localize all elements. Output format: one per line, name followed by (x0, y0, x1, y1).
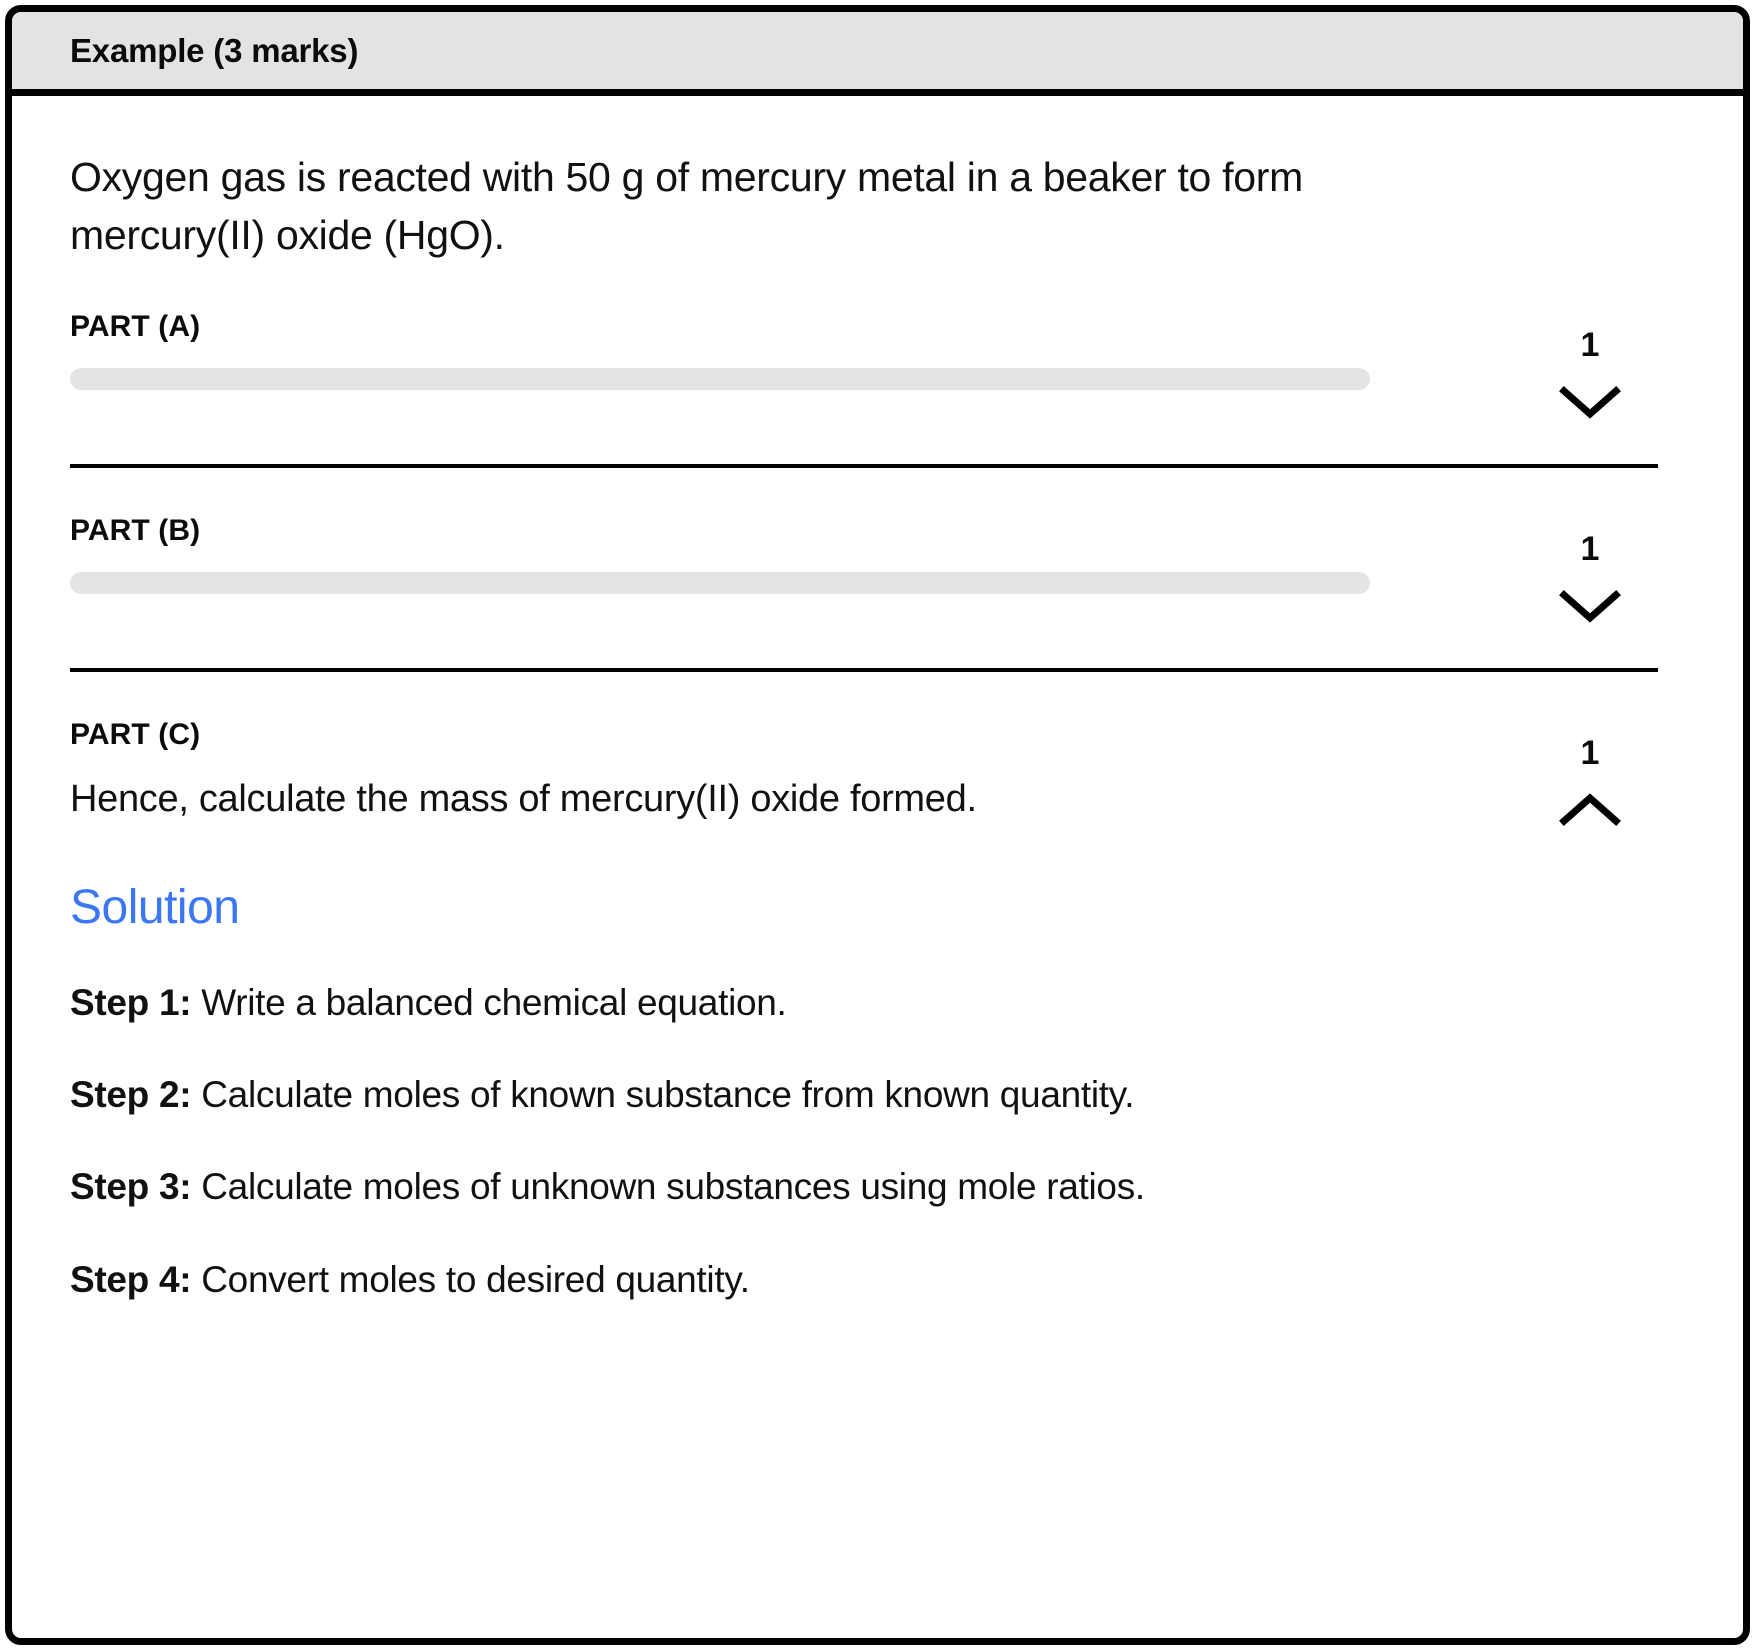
part-a-label: PART (A) (70, 310, 201, 344)
part-a-marks: 1 (1580, 326, 1600, 365)
part-a-header[interactable]: PART (A) 1 (70, 310, 1685, 420)
solution-step: Step 1: Write a balanced chemical equati… (70, 979, 1685, 1027)
part-b-right: 1 (1495, 514, 1685, 624)
solution-step: Step 3: Calculate moles of unknown subst… (70, 1163, 1685, 1211)
chevron-down-icon[interactable] (1559, 588, 1621, 624)
part-b-header[interactable]: PART (B) 1 (70, 514, 1685, 624)
part-c-header[interactable]: PART (C) Hence, calculate the mass of me… (70, 718, 1685, 828)
solution-step-text: Calculate moles of unknown substances us… (191, 1166, 1145, 1208)
part-c-right: 1 (1495, 718, 1685, 828)
part-c-marks: 1 (1580, 734, 1600, 773)
part-a-right: 1 (1495, 310, 1685, 420)
part-c: PART (C) Hence, calculate the mass of me… (70, 672, 1685, 1303)
part-b-label: PART (B) (70, 514, 201, 548)
solution-step-prefix: Step 4: (70, 1258, 192, 1300)
question-stem-text: Oxygen gas is reacted with 50 g of mercu… (70, 154, 1303, 259)
card-header-title: Example (3 marks) (70, 31, 359, 69)
solution-heading: Solution (70, 881, 240, 935)
part-c-label: PART (C) (70, 718, 201, 752)
solution-step-prefix: Step 2: (70, 1074, 192, 1116)
chevron-down-icon[interactable] (1559, 384, 1621, 420)
part-b: PART (B) 1 (70, 468, 1685, 673)
example-question-card: Example (3 marks) Oxygen gas is reacted … (5, 5, 1750, 1645)
solution-step-text: Write a balanced chemical equation. (191, 982, 787, 1024)
part-b-marks: 1 (1580, 530, 1600, 569)
solution-step-text: Convert moles to desired quantity. (191, 1258, 750, 1300)
part-c-left: PART (C) Hence, calculate the mass of me… (70, 718, 1495, 825)
card-header: Example (3 marks) (12, 12, 1743, 96)
solution-step-text: Calculate moles of known substance from … (191, 1074, 1135, 1116)
part-b-left: PART (B) (70, 514, 1495, 595)
solution-step-prefix: Step 3: (70, 1166, 192, 1208)
part-a: PART (A) 1 (70, 264, 1685, 469)
part-b-content-placeholder (70, 572, 1370, 595)
solution-step-prefix: Step 1: (70, 982, 192, 1024)
part-a-content-placeholder (70, 368, 1370, 391)
solution-block: Solution Step 1: Write a balanced chemic… (70, 828, 1685, 1303)
card-body: Oxygen gas is reacted with 50 g of mercu… (12, 96, 1743, 1344)
chevron-up-icon[interactable] (1559, 792, 1621, 828)
solution-step: Step 2: Calculate moles of known substan… (70, 1071, 1685, 1119)
part-b-divider (70, 668, 1658, 673)
part-a-divider (70, 464, 1658, 469)
solution-step: Step 4: Convert moles to desired quantit… (70, 1256, 1685, 1304)
part-a-left: PART (A) (70, 310, 1495, 391)
part-c-prompt: Hence, calculate the mass of mercury(II)… (70, 778, 977, 821)
